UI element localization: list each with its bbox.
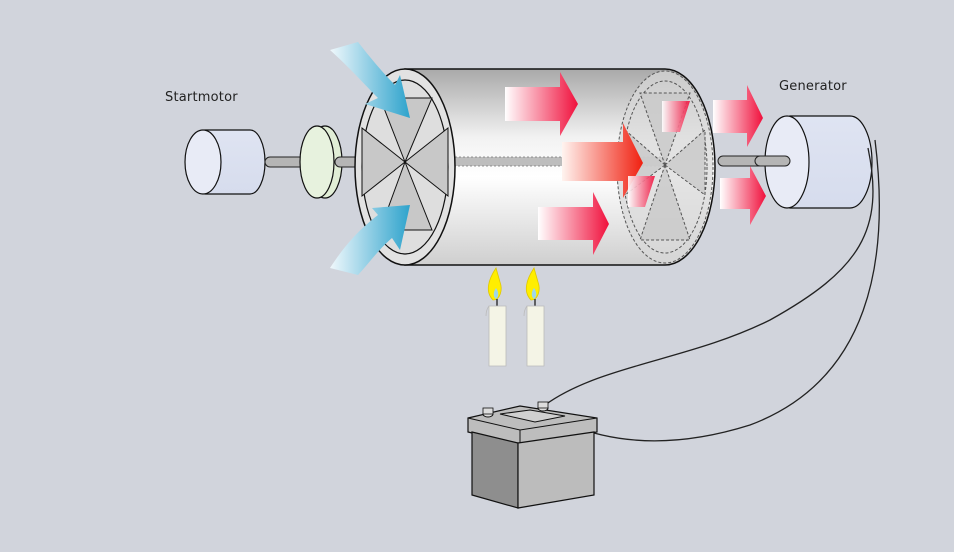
coupling-disc xyxy=(299,125,343,199)
heat-arrow-middle xyxy=(562,123,643,198)
wire-positive xyxy=(544,147,874,406)
exhaust-arrow-bottom xyxy=(720,166,766,225)
heat-arrow-upper xyxy=(505,72,578,136)
battery xyxy=(467,401,598,509)
generator-label: Generator xyxy=(779,79,847,94)
candle-left xyxy=(485,267,507,367)
startmotor xyxy=(184,129,266,195)
exhaust-arrow-top xyxy=(713,85,763,147)
candle-right xyxy=(523,267,545,367)
generator xyxy=(754,115,873,209)
startmotor-label: Startmotor xyxy=(165,90,238,105)
heat-arrow-lower xyxy=(538,192,609,255)
heat-glow-turbine-bottom xyxy=(628,176,655,207)
air-intake-arrow-bottom xyxy=(330,205,410,275)
heat-glow-turbine-top xyxy=(662,101,690,132)
air-intake-arrow-top xyxy=(330,42,410,118)
